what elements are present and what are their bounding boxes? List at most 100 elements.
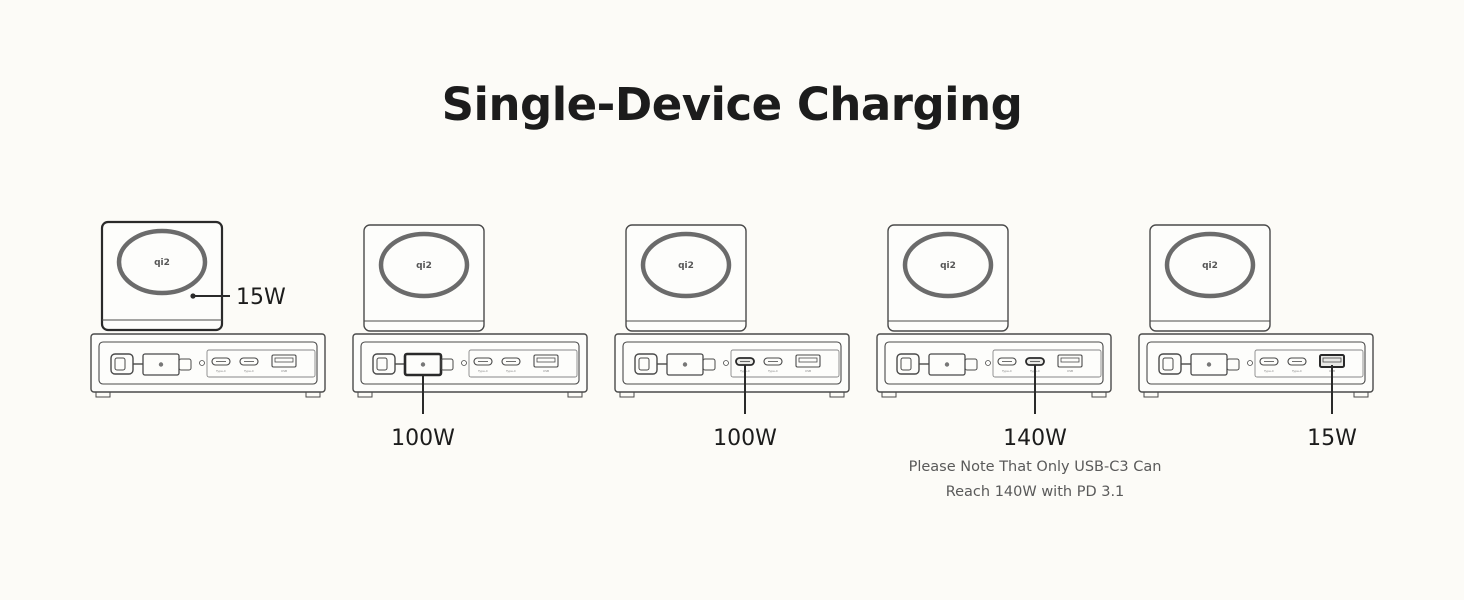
connector-tip <box>964 358 978 371</box>
dock-body <box>352 333 588 393</box>
port-usb-a: USB <box>271 354 297 373</box>
port-usb-c1: Type-C <box>1259 357 1279 373</box>
port-tongue <box>798 357 818 363</box>
port-panel-frame <box>1254 349 1364 378</box>
wireless-pad: qi2 <box>363 224 485 332</box>
port-usb-c1: Type-C <box>473 357 493 373</box>
retractable-cable <box>110 353 205 376</box>
indicator-light <box>985 360 991 366</box>
port-usb-c3: Type-C <box>501 357 521 373</box>
retractable-cable <box>896 353 991 376</box>
dock-foot-left <box>357 391 373 398</box>
cable-reel-inner <box>638 357 650 371</box>
indicator-light <box>199 360 205 366</box>
charging-dock: Type-C Type-C USB <box>90 333 326 398</box>
port-tongue <box>1322 357 1342 363</box>
dock-body <box>90 333 326 393</box>
port-panel: Type-C Type-C USB <box>468 349 578 378</box>
charging-dock: Type-C Type-C USB <box>352 333 588 398</box>
port-shell <box>271 354 297 368</box>
dock-foot-left <box>881 391 897 398</box>
charging-coil-ring <box>902 231 994 299</box>
pad-body <box>100 220 224 332</box>
power-label: 15W <box>236 285 286 310</box>
port-shell <box>473 357 493 366</box>
power-label: 100W <box>391 426 455 451</box>
port-label: USB <box>1067 369 1073 373</box>
connector-tip <box>1226 358 1240 371</box>
charging-coil-ring <box>116 228 208 296</box>
port-label: Type-C <box>767 369 778 373</box>
pad-body <box>625 224 747 332</box>
indicator-light <box>723 360 729 366</box>
power-label: 100W <box>713 426 777 451</box>
qi2-logo: qi2 <box>940 261 956 271</box>
port-label: Type-C <box>505 369 516 373</box>
port-usb-c3: Type-C <box>1287 357 1307 373</box>
charging-coil-ring <box>378 231 470 299</box>
qi2-logo: qi2 <box>678 261 694 271</box>
port-label: Type-C <box>1001 369 1012 373</box>
power-label: 140W <box>1003 426 1067 451</box>
port-tongue <box>274 357 294 363</box>
port-panel: Type-C Type-C USB <box>206 349 316 378</box>
dock-front-panel <box>1146 341 1366 385</box>
connector-tip <box>178 358 192 371</box>
dock-foot-right <box>1353 391 1369 398</box>
indicator-light <box>461 360 467 366</box>
connector-logo <box>420 362 426 367</box>
port-shell <box>763 357 783 366</box>
dock-foot-right <box>829 391 845 398</box>
cable-reel-inner <box>376 357 388 371</box>
port-label: Type-C <box>243 369 254 373</box>
port-usb-a: USB <box>795 354 821 373</box>
port-label: Type-C <box>215 369 226 373</box>
power-label: 15W <box>1307 426 1357 451</box>
port-tongue <box>1060 357 1080 363</box>
cable-reel-inner <box>114 357 126 371</box>
port-label: Type-C <box>1291 369 1302 373</box>
port-usb-a: USB <box>533 354 559 373</box>
connector-logo <box>944 362 950 367</box>
dock-front-panel <box>360 341 580 385</box>
dock-body <box>876 333 1112 393</box>
port-usb-a: USB <box>1057 354 1083 373</box>
port-usb-c3: Type-C <box>763 357 783 373</box>
port-panel-frame <box>206 349 316 378</box>
power-note-line-1: Please Note That Only USB-C3 Can <box>909 459 1162 475</box>
pad-body <box>887 224 1009 332</box>
connector-logo <box>1206 362 1212 367</box>
dock-body <box>614 333 850 393</box>
dock-foot-right <box>567 391 583 398</box>
retractable-cable <box>372 352 467 377</box>
wireless-pad: qi2 <box>100 220 224 332</box>
qi2-logo: qi2 <box>154 258 170 268</box>
port-panel-frame <box>730 349 840 378</box>
wireless-pad: qi2 <box>625 224 747 332</box>
dock-foot-left <box>619 391 635 398</box>
port-usb-c1: Type-C <box>211 357 231 373</box>
qi2-logo: qi2 <box>1202 261 1218 271</box>
charging-coil-ring <box>640 231 732 299</box>
port-shell <box>501 357 521 366</box>
port-label: Type-C <box>477 369 488 373</box>
wireless-pad: qi2 <box>1149 224 1271 332</box>
qi2-logo: qi2 <box>416 261 432 271</box>
pad-body <box>363 224 485 332</box>
dock-front-panel <box>98 341 318 385</box>
indicator-light <box>1247 360 1253 366</box>
cable-reel-inner <box>900 357 912 371</box>
cable-reel-inner <box>1162 357 1174 371</box>
connector-tip <box>440 358 454 371</box>
port-shell <box>1259 357 1279 366</box>
pad-body <box>1149 224 1271 332</box>
